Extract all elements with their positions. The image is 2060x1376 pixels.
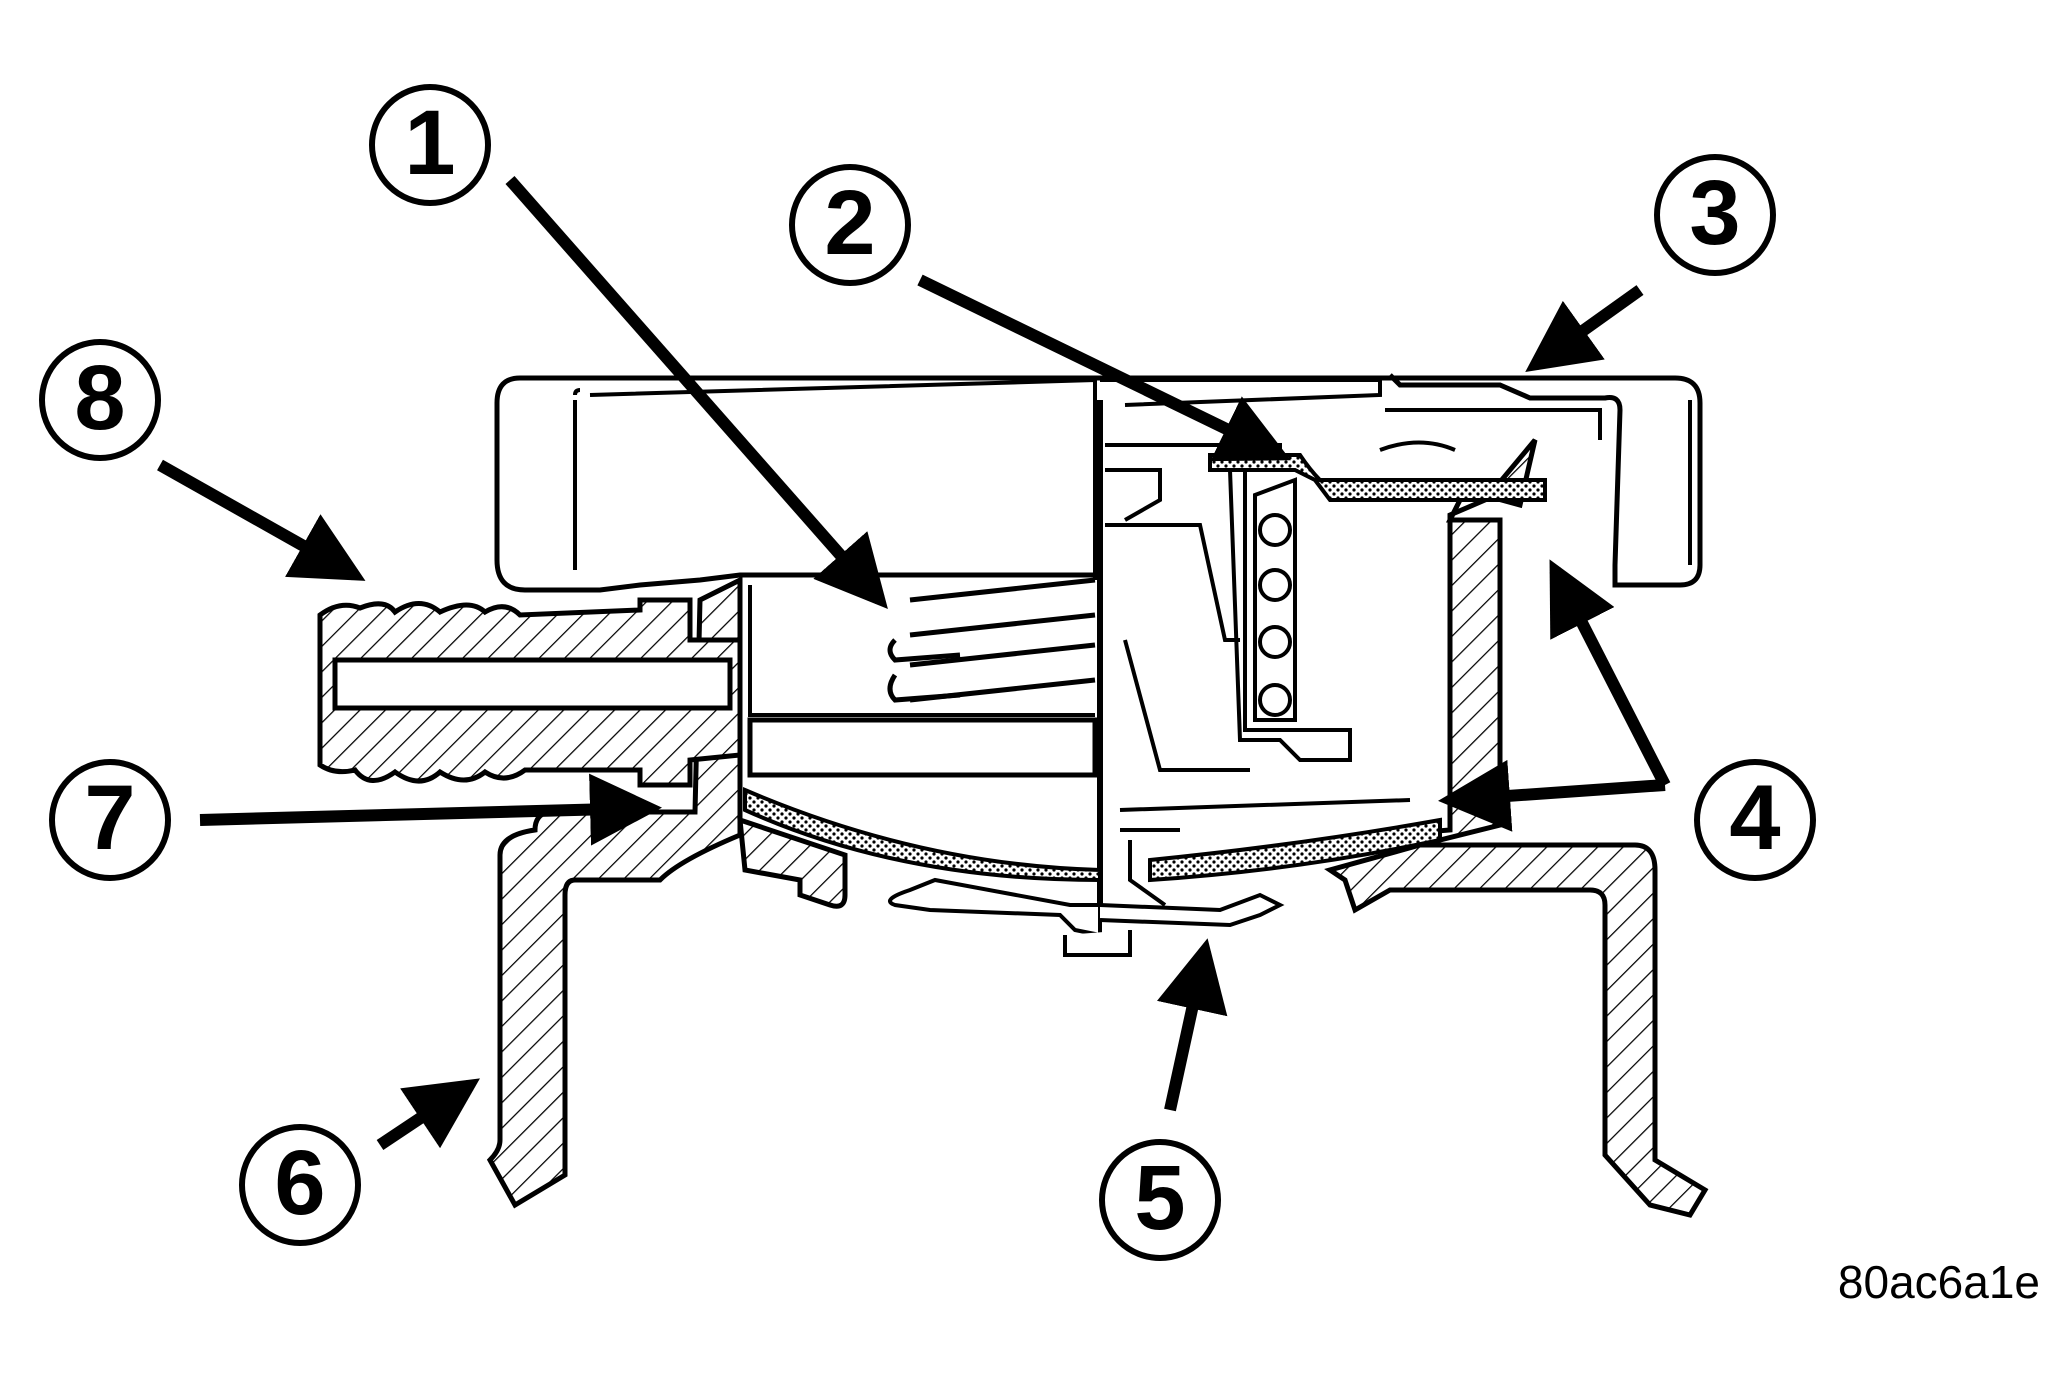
callout-8-label: 8	[74, 347, 125, 449]
arrow-3	[1525, 285, 1644, 372]
callout-4: 4	[1694, 759, 1816, 881]
callout-2-label: 2	[824, 172, 875, 274]
callout-8: 8	[39, 339, 161, 461]
filler-neck-left-lip	[737, 816, 848, 909]
arrow-6	[376, 1078, 480, 1150]
upper-seal	[1208, 440, 1547, 502]
arrow-4b	[1438, 759, 1666, 832]
spring-coil	[1258, 683, 1292, 717]
figure-id: 80ac6a1e	[1837, 1256, 2040, 1308]
callout-3: 3	[1654, 154, 1776, 276]
arrow-2	[917, 274, 1291, 462]
overflow-passage	[332, 657, 733, 711]
spring-coil	[1258, 513, 1292, 547]
spring-retainer-plate	[747, 717, 1098, 778]
callout-3-label: 3	[1689, 162, 1740, 264]
vent-valve-assembly	[1097, 400, 1352, 905]
spring-coil	[1258, 625, 1292, 659]
arrow-7	[199, 773, 662, 846]
overflow-nipple	[317, 597, 743, 788]
callout-7-label: 7	[84, 767, 135, 869]
lower-gasket	[743, 786, 1442, 883]
pressure-spring	[747, 577, 1098, 778]
filler-neck-right-wall	[1324, 842, 1709, 1218]
callout-2: 2	[789, 164, 911, 286]
callout-6: 6	[239, 1124, 361, 1246]
leader-arrows	[157, 176, 1671, 1150]
callout-1-label: 1	[404, 92, 455, 194]
callout-5: 5	[1099, 1139, 1221, 1261]
callout-6-label: 6	[274, 1132, 325, 1234]
cap-shell	[494, 373, 1703, 593]
arrow-8	[157, 459, 366, 581]
spring-coil	[1258, 568, 1292, 602]
arrow-1	[505, 176, 888, 610]
arrow-5	[1157, 938, 1228, 1112]
arrow-4a	[1549, 559, 1671, 788]
callout-1: 1	[369, 84, 491, 206]
callout-4-label: 4	[1729, 767, 1780, 869]
vacuum-vent-valve	[888, 840, 1285, 957]
callout-7: 7	[49, 759, 171, 881]
callout-5-label: 5	[1134, 1147, 1185, 1249]
